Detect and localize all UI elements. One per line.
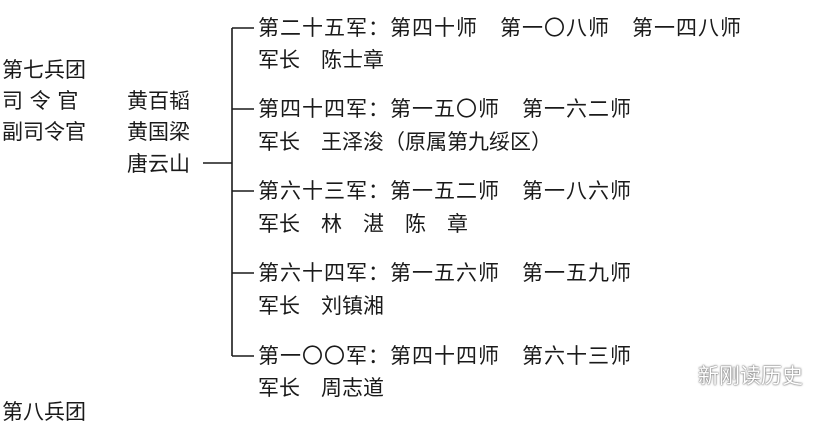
commander-label: 司 令 官 bbox=[2, 89, 79, 113]
cut-off-group-name: 第八兵团 bbox=[2, 400, 86, 424]
deputy-label: 副司令官 bbox=[2, 120, 86, 144]
army-2-commander: 军长 王泽浚（原属第九绥区） bbox=[258, 130, 552, 154]
army-4-commander: 军长 刘镇湘 bbox=[258, 294, 384, 318]
group-name: 第七兵团 bbox=[2, 58, 86, 82]
deputy-name-2: 唐云山 bbox=[127, 152, 190, 176]
watermark: 新刚读历史 bbox=[698, 364, 803, 388]
army-1-commander: 军长 陈士章 bbox=[258, 48, 384, 72]
commander-name: 黄百韬 bbox=[127, 89, 190, 113]
deputy-name-1: 黄国梁 bbox=[127, 120, 190, 144]
army-2-header: 第四十四军：第一五〇师 第一六二师 bbox=[258, 97, 632, 121]
bracket-connector bbox=[203, 27, 254, 357]
army-3-commander: 军长 林 湛 陈 章 bbox=[258, 212, 468, 236]
army-5-commander: 军长 周志道 bbox=[258, 376, 384, 400]
army-5-header: 第一〇〇军：第四十四师 第六十三师 bbox=[258, 344, 632, 368]
army-4-header: 第六十四军：第一五六师 第一五九师 bbox=[258, 261, 632, 285]
army-3-header: 第六十三军：第一五二师 第一八六师 bbox=[258, 179, 632, 203]
army-1-header: 第二十五军：第四十师 第一〇八师 第一四八师 bbox=[258, 16, 742, 40]
